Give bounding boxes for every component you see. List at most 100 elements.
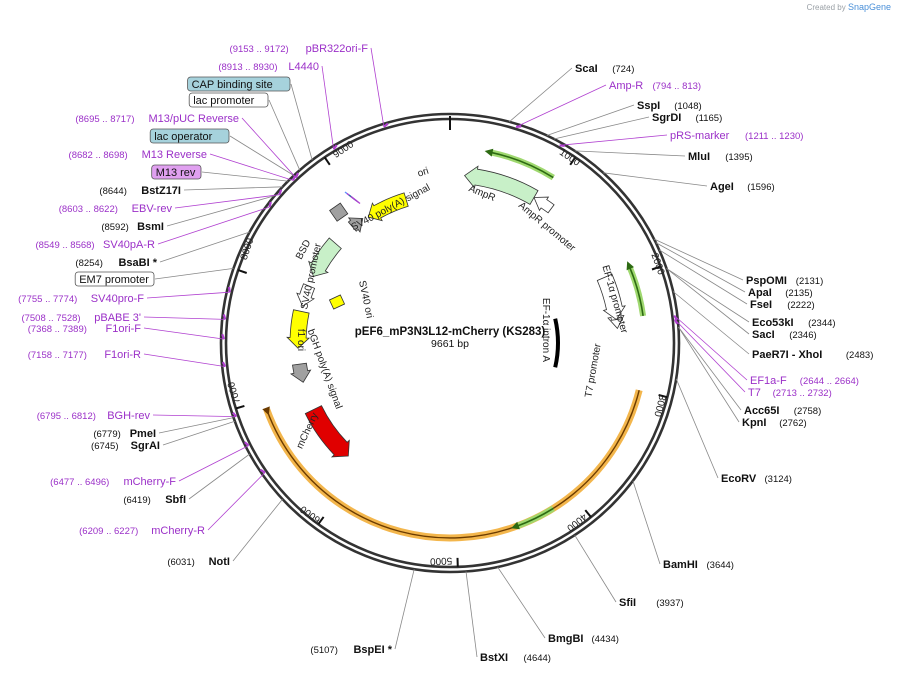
- site-label-em7-promoter[interactable]: EM7 promoter: [74, 271, 155, 287]
- label-box: [151, 164, 202, 180]
- site-label-bsabi[interactable]: BsaBI *(8254): [75, 257, 157, 269]
- site-label-bstxi[interactable]: BstXI(4644): [480, 652, 551, 664]
- site-label-bmgbi[interactable]: BmgBI(4434): [548, 633, 619, 645]
- feature-ef-1-promoter-arrow[interactable]: [596, 273, 626, 321]
- feature-ampr-arrow[interactable]: [464, 165, 539, 205]
- leader-line: [229, 135, 295, 176]
- primer-label-f1ori-r[interactable]: F1ori-R(7158 .. 7177): [28, 349, 141, 361]
- feature-ampr-promoter-arrow[interactable]: [533, 196, 555, 214]
- label-box: [188, 92, 269, 108]
- primer-site-mark: [243, 441, 250, 447]
- site-label-sspi[interactable]: SspI(1048): [637, 100, 702, 112]
- site-label-sfii[interactable]: SfiI(3937): [619, 597, 684, 609]
- label-position: (2222): [787, 300, 814, 311]
- label-name: T7: [748, 387, 761, 399]
- label-position: (2346): [789, 330, 816, 341]
- site-label-mlui[interactable]: MluI(1395): [688, 151, 753, 163]
- primer-label-l4440[interactable]: L4440(8913 .. 8930): [218, 61, 319, 73]
- site-label-apai[interactable]: ApaI(2135): [748, 287, 813, 299]
- site-label-m13-rev[interactable]: M13 rev: [151, 164, 202, 180]
- feature-ori-arrow[interactable]: [367, 192, 409, 222]
- site-label-ecorv[interactable]: EcoRV(3124): [721, 473, 792, 485]
- feature-sv40-promoter-arrow[interactable]: [296, 283, 316, 307]
- primer-label-pbr322ori-f[interactable]: pBR322ori-F(9153 .. 9172): [230, 43, 369, 55]
- leader-line: [162, 420, 235, 446]
- leader-line: [546, 104, 635, 136]
- amp-green-arc: [489, 149, 555, 181]
- primer-site-mark: [332, 144, 338, 150]
- leader-line: [290, 83, 313, 161]
- label-name: AgeI: [710, 181, 734, 193]
- label-position: (3124): [765, 474, 792, 485]
- primer-label-f1ori-f[interactable]: F1ori-F (7368 .. 7389): [28, 323, 142, 335]
- primer-label-t7[interactable]: T7(2713 .. 2732): [748, 387, 832, 399]
- primer-label-sv40pa-r[interactable]: SV40pA-R(8549 .. 8568): [35, 239, 155, 251]
- site-label-fsei[interactable]: FseI(2222): [750, 299, 815, 311]
- primer-site-mark: [222, 314, 227, 320]
- feature-label-ef-1-intron-a: EF-1α intron A: [540, 298, 551, 362]
- site-label-cap-binding-site[interactable]: CAP binding site: [187, 76, 291, 92]
- label-position: (6477 .. 6496): [50, 477, 109, 488]
- label-name: ScaI: [575, 63, 598, 75]
- site-label-kpni[interactable]: KpnI(2762): [742, 417, 807, 429]
- label-box: [187, 76, 291, 92]
- feature-t7-promoter-arrow[interactable]: [607, 315, 625, 330]
- feature-label-ori: ori: [416, 166, 430, 180]
- site-label-eco53ki[interactable]: Eco53kI(2344): [752, 317, 836, 329]
- label-position: (7368 .. 7389): [28, 324, 87, 335]
- leader-line: [394, 569, 415, 650]
- label-position: (2483): [846, 350, 873, 361]
- primer-label-mcherry-r[interactable]: mCherry-R(6209 .. 6227): [79, 525, 205, 537]
- feature-sv40-ori-box[interactable]: [328, 294, 346, 310]
- site-label-scai[interactable]: ScaI(724): [575, 63, 634, 75]
- feature-bsd-arrow[interactable]: [308, 237, 342, 277]
- site-label-bamhi[interactable]: BamHI(3644): [663, 559, 734, 571]
- site-label-pmei[interactable]: PmeI(6779): [93, 428, 156, 440]
- feature-f1-ori-arrow[interactable]: [286, 309, 311, 349]
- label-name: F1ori-F: [106, 323, 142, 335]
- site-label-noti[interactable]: NotI(6031): [167, 556, 230, 568]
- feature-em7-box[interactable]: [329, 202, 349, 222]
- feature-sv40-poly-a-signal-arrow[interactable]: [347, 217, 364, 233]
- primer-label-amp-r[interactable]: Amp-R(794 .. 813): [609, 80, 701, 92]
- label-name: M13/pUC Reverse: [149, 113, 239, 125]
- primer-label-sv40pro-f[interactable]: SV40pro-F(7755 .. 7774): [18, 293, 144, 305]
- primer-label-mcherry-f[interactable]: mCherry-F(6477 .. 6496): [50, 476, 176, 488]
- primer-label-ef1a-f[interactable]: EF1a-F(2644 .. 2664): [750, 375, 859, 387]
- site-label-sgrai[interactable]: SgrAI(6745): [91, 440, 160, 452]
- leader-line: [509, 67, 573, 123]
- site-label-bsmi[interactable]: BsmI(8592): [101, 221, 164, 233]
- primer-label-bgh-rev[interactable]: BGH-rev(6795 .. 6812): [37, 410, 151, 422]
- feature-mcherry-arrow[interactable]: [304, 405, 350, 458]
- primer-label-m13-reverse[interactable]: M13 Reverse(8682 .. 8698): [69, 149, 207, 161]
- label-position: (2758): [794, 406, 821, 417]
- leader-line: [655, 242, 746, 293]
- site-label-lac-operator[interactable]: lac operator: [149, 128, 230, 144]
- label-position: (6209 .. 6227): [79, 526, 138, 537]
- site-label-acc65i[interactable]: Acc65I(2758): [744, 405, 821, 417]
- label-position: (9153 .. 9172): [230, 44, 289, 55]
- feature-bgh-poly-a-signal-arrow[interactable]: [290, 362, 312, 383]
- primer-label-ebv-rev[interactable]: EBV-rev(8603 .. 8622): [59, 203, 173, 215]
- leader-line: [146, 291, 230, 299]
- label-name: BsmI: [137, 221, 164, 233]
- feature-intron-a-arc[interactable]: [553, 318, 560, 368]
- site-label-pspomi[interactable]: PspOMI(2131): [746, 275, 823, 287]
- primer-label-prs-marker[interactable]: pRS-marker(1211 .. 1230): [670, 130, 803, 142]
- site-label-bstz17i[interactable]: BstZ17I(8644): [99, 185, 181, 197]
- site-label-saci[interactable]: SacI(2346): [752, 329, 817, 341]
- site-label-paer7i-xhoi[interactable]: PaeR7I - XhoI(2483): [752, 349, 873, 361]
- label-position: (7158 .. 7177): [28, 350, 87, 361]
- site-label-lac-promoter[interactable]: lac promoter: [188, 92, 269, 108]
- primer-label-m13-puc-reverse[interactable]: M13/pUC Reverse(8695 .. 8717): [75, 113, 239, 125]
- leader-line: [674, 315, 748, 381]
- site-label-bspei[interactable]: BspEI *(5107): [310, 644, 392, 656]
- leader-line: [207, 472, 266, 531]
- primer-site-mark: [278, 189, 283, 196]
- label-name: BspEI *: [353, 644, 392, 656]
- site-label-sgrdi[interactable]: SgrDI(1165): [652, 112, 722, 124]
- site-label-agei[interactable]: AgeI(1596): [710, 181, 775, 193]
- site-label-sbfi[interactable]: SbfI(6419): [123, 494, 186, 506]
- label-name: lac operator: [154, 131, 212, 143]
- primer-label-pbabe-3[interactable]: pBABE 3'(7508 .. 7528): [21, 312, 141, 324]
